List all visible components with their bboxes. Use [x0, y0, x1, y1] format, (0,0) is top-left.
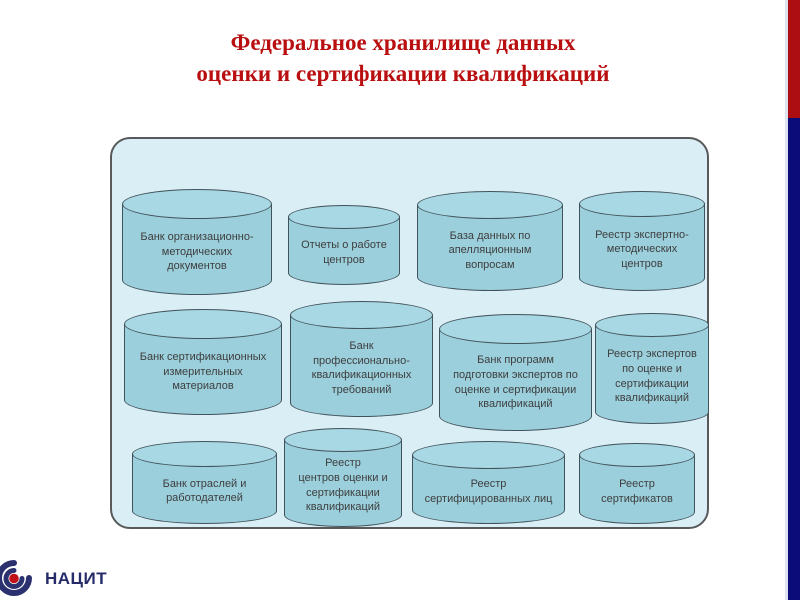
cylinder-label-line: апелляционным — [448, 244, 532, 257]
logo-text: НАЦИТ — [45, 569, 108, 588]
cylinder-label-line: Банк программ — [477, 354, 554, 367]
cylinder-top-ellipse — [439, 314, 592, 344]
cylinder-label-line: работодателей — [166, 492, 243, 505]
cylinder-label-line: Банк организационно- — [140, 231, 254, 244]
db-cylinder-org-method-docs: Банк организационно-методических документ… — [122, 189, 272, 295]
cylinder-top-ellipse — [122, 189, 272, 219]
cylinder-label-line: квалификаций — [478, 398, 553, 411]
cylinder-label-line: Реестр — [470, 478, 507, 491]
cylinder-top-ellipse — [412, 441, 565, 469]
slide-title: Федеральное хранилище данных оценки и се… — [0, 27, 800, 89]
db-cylinder-industries-employers: Банк отраслей и работодателей — [132, 441, 277, 524]
cylinder-label-line: профессионально- — [313, 354, 410, 367]
swirl-logo-icon — [0, 560, 32, 596]
cylinder-top-ellipse — [579, 443, 695, 467]
cylinder-top-ellipse — [417, 191, 563, 219]
cylinder-label-line: методических — [161, 245, 233, 258]
cylinder-label-line: Банк сертификационных — [139, 351, 267, 364]
cylinder-label-line: квалификаций — [614, 392, 690, 405]
cylinder-top-ellipse — [132, 441, 277, 467]
cylinder-label-line: сертификатов — [601, 492, 673, 505]
cylinder-label-line: Отчеты о работе — [301, 239, 387, 252]
cylinder-label-line: Банк — [349, 340, 374, 353]
cylinder-label-line: Банк отраслей и — [162, 477, 247, 490]
cylinder-label-line: Реестр — [619, 477, 655, 490]
cylinder-label-line: документов — [167, 260, 227, 273]
cylinder-label-line: сертификации — [306, 486, 380, 499]
cylinder-label-line: материалов — [172, 380, 234, 393]
storage-container: Банк организационно-методических документ… — [110, 137, 709, 529]
cylinder-body — [595, 325, 709, 424]
cylinder-top-ellipse — [288, 205, 400, 229]
cylinder-body — [124, 324, 282, 415]
side-stripe-blue — [788, 118, 800, 600]
cylinder-label-line: центров — [621, 257, 663, 270]
cylinder-label-line: подготовки экспертов по — [453, 368, 578, 381]
cylinder-body — [417, 205, 563, 291]
cylinder-label-line: измерительных — [163, 365, 243, 378]
cylinder-body — [579, 204, 705, 291]
slide-title-line2: оценки и сертификации квалификаций — [196, 61, 610, 87]
cylinder-body — [439, 329, 592, 431]
cylinder-label-line: центров оценки и — [298, 471, 388, 484]
cylinder-top-ellipse — [124, 309, 282, 339]
cylinder-top-ellipse — [595, 313, 709, 337]
cylinder-label-line: Реестр — [325, 457, 361, 470]
cylinder-label-line: База данных по — [449, 229, 531, 242]
cylinder-top-ellipse — [284, 428, 402, 452]
cylinder-top-ellipse — [290, 301, 433, 329]
cylinder-top-ellipse — [579, 191, 705, 217]
cylinder-body — [290, 315, 433, 417]
db-cylinder-certificates-registry: Реестр сертификатов — [579, 443, 695, 524]
cylinder-label: Банк отраслей и работодателей — [135, 467, 274, 515]
cylinder-label: Банк организационно-методических документ… — [125, 219, 269, 285]
cylinder-label-line: сертифицированных лиц — [424, 492, 553, 505]
cylinder-label-line: по оценке и — [622, 362, 682, 375]
stripe-separator — [785, 0, 788, 600]
db-cylinder-center-reports: Отчеты о работе центров — [288, 205, 400, 285]
cylinder-label-line: сертификации — [615, 377, 689, 390]
cylinder-label-line: вопросам — [465, 258, 515, 271]
cylinder-label-line: методических — [606, 243, 678, 256]
cylinder-label-line: оценке и сертификации — [454, 383, 577, 396]
cylinder-label: Отчеты о работе центров — [291, 229, 397, 277]
side-stripe-red — [788, 0, 800, 118]
cylinder-label-line: Реестр экспертов — [607, 348, 697, 361]
cylinder-label-line: центров — [323, 254, 365, 266]
logo: НАЦИТ — [0, 559, 107, 599]
slide-title-line1: Федеральное хранилище данных — [230, 30, 576, 55]
cylinder-label-line: квалификационных — [311, 369, 412, 382]
cylinder-body — [122, 204, 272, 295]
cylinder-body — [284, 440, 402, 527]
cylinder-label: Реестр сертификатов — [582, 467, 692, 516]
cylinder-label-line: требований — [331, 383, 392, 396]
cylinder-label-line: Реестр экспертно- — [595, 228, 689, 241]
cylinder-label-line: квалификаций — [305, 501, 381, 514]
